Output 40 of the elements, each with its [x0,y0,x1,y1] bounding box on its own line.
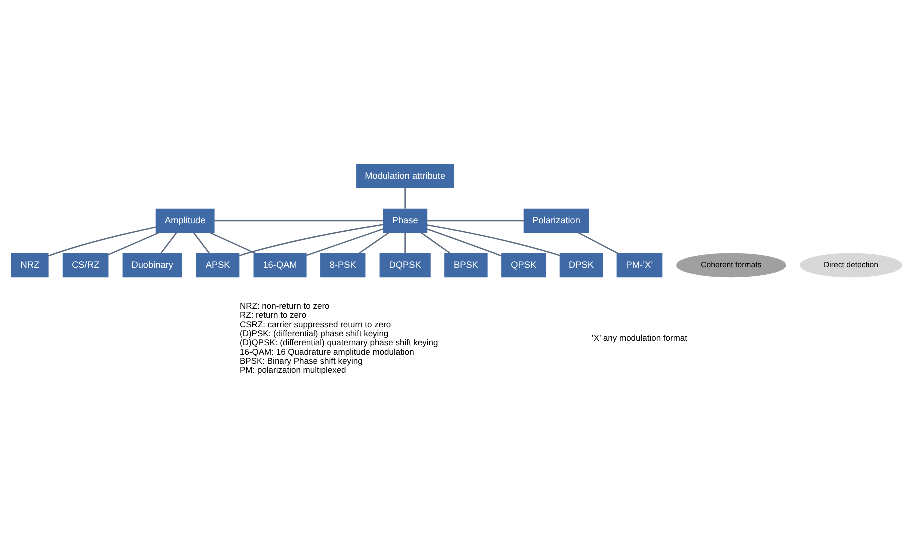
connector [306,228,384,256]
connector [358,232,390,254]
node-box: Modulation attribute [356,164,454,189]
connector [193,232,210,254]
connector [48,226,156,257]
label: ’X’ any modulation format [592,333,688,344]
label: NRZ: non-return to zero [240,300,330,311]
label: (D)PSK: (differential) phase shift keying [240,328,389,338]
connector [160,232,178,254]
node-box: BPSK [444,253,488,278]
label: PM: polarization multiplexed [240,365,346,376]
node-box: DQPSK [380,253,431,278]
connector [210,232,256,254]
connector [427,228,502,257]
node-box: Phase [383,208,428,234]
label: CSRZ: carrier suppressed return to zero [240,319,392,330]
connector [214,220,384,222]
node-box: PM-’X’ [616,253,663,278]
label: 16-QAM: 16 Quadrature amplitude modulation [240,346,414,357]
node-box: 16-QAM [254,253,307,278]
node-box: Duobinary [122,253,182,278]
connector [239,224,384,257]
connector [420,232,451,254]
node-box: APSK [196,253,240,278]
node-box: Polarization [524,208,590,234]
connector [578,232,619,254]
node-box: QPSK [502,253,546,278]
node-box: 8-PSK [320,253,366,278]
node-box: DPSK [560,253,604,278]
connector [427,224,560,257]
connector [427,220,524,222]
label: BPSK: Binary Phase shift keying [240,356,363,366]
label: (D)QPSK: (differential) quaternary phase shift keying [240,338,438,348]
node-box: NRZ [12,253,49,278]
connector [404,188,406,209]
node-box: Amplitude [156,208,215,234]
connector [108,232,160,256]
label: RZ: return to zero [240,310,307,320]
connector [404,232,406,254]
node-box: CS/RZ [62,253,109,278]
